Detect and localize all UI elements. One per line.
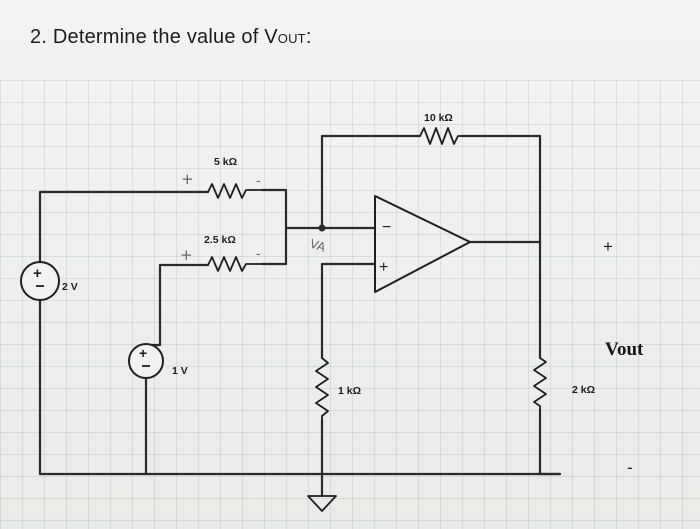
resistor-2k: 2 kΩ [533,357,595,410]
handwritten-plus-2p5k: + [180,246,193,264]
handwritten-plus-5k: + [181,170,194,188]
voltage-source-1v: + 1 V [128,343,188,379]
wire-feedback-right [460,134,542,244]
question-subscript: OUT [277,31,306,46]
resistor-2p5k: 2.5 kΩ + - [180,234,262,272]
node-va-dot [318,224,326,232]
wire-2v-bottom [38,298,562,476]
wires [38,134,562,498]
node-va-label: VA [308,237,328,255]
label-2v: 2 V [62,281,78,293]
resistor-5k: 5 kΩ + - [181,156,262,199]
src1v-plus: + [139,345,147,361]
question-title: 2. Determine the value of VOUT: [30,26,312,49]
voltage-source-2v: + 2 V [20,261,78,301]
handwritten-minus-5k: - [256,174,261,189]
grid-paper-background [0,80,700,529]
wire-2k-bottom [538,408,562,476]
wire-2v-top [38,190,202,264]
resistor-10k: 10 kΩ [419,112,462,145]
wire-2p5k-right [260,226,288,266]
label-2p5k: 2.5 kΩ [204,234,236,246]
label-10k: 10 kΩ [424,112,453,124]
opamp-minus-sign: − [382,219,391,236]
label-1k: 1 kΩ [338,385,361,397]
question-suffix: : [305,26,312,48]
resistor-1k: 1 kΩ [315,357,361,420]
ground-symbol [307,495,337,512]
wire-2p5k-left [158,263,202,347]
question-text: Determine the value of V [52,26,278,48]
wire-5k-right [260,188,324,230]
wire-feedback-left [320,134,422,230]
output-plus-sign: + [603,237,613,256]
src2v-plus: + [33,265,42,282]
op-amp: − + [374,195,471,293]
handwritten-minus-2p5k: - [256,247,261,262]
output-minus-sign: - [627,458,633,477]
output-label: Vout [605,339,644,360]
label-5k: 5 kΩ [214,156,237,168]
question-number: 2. [30,26,48,48]
opamp-plus-sign: + [379,259,388,276]
label-2k: 2 kΩ [572,384,595,396]
label-1v: 1 V [172,365,188,377]
